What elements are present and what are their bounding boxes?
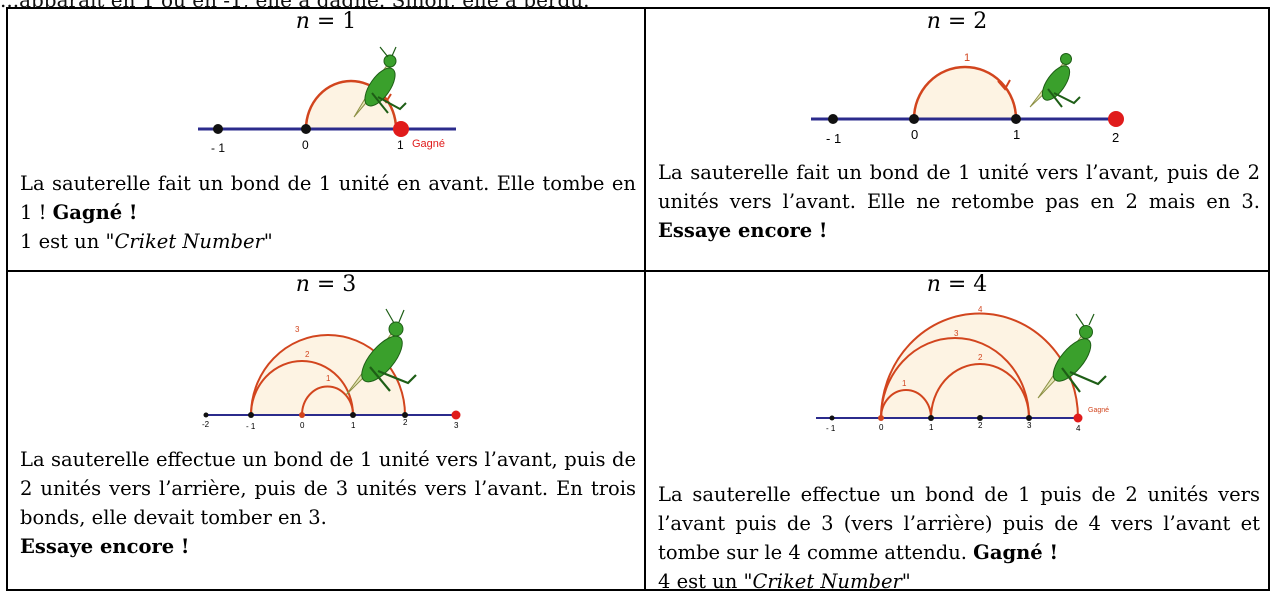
- tick-dot: [350, 412, 356, 418]
- jump-arrow-icon: [997, 79, 1011, 91]
- win-label: Gagné: [1088, 407, 1109, 414]
- number-line-figure-n3: 1 2 3 -2 - 1 0 1 2 3: [202, 308, 461, 431]
- tick-label: - 1: [246, 422, 256, 431]
- number-line-figure-n2: 1 - 1 0 1 2: [811, 52, 1124, 146]
- cell-title: n = 4: [926, 272, 988, 297]
- explanation-text-n3: La sauterelle effectue un bond de 1 unit…: [20, 448, 636, 558]
- tick-label: - 1: [826, 131, 841, 146]
- tick-dot: [1026, 415, 1032, 421]
- tick-label: 2: [978, 421, 983, 430]
- jump-label: 1: [902, 379, 907, 388]
- tick-dot: [213, 124, 223, 134]
- top-text-fragment: ...apparaît en 1 ou en -1, elle a gagné.…: [0, 0, 1272, 8]
- tick-dot: [299, 412, 305, 418]
- cell-n3: n = 3 1 2 3 -2: [6, 270, 646, 591]
- tick-label: 1: [929, 423, 934, 432]
- number-line-figure-n4: 1 2 3 4 - 1 0 1 2 3 4 G: [816, 305, 1109, 433]
- tick-dot: [1011, 114, 1021, 124]
- target-dot: [1073, 413, 1083, 423]
- grasshopper-icon: [345, 308, 417, 396]
- tick-dot: [203, 412, 209, 418]
- jump-label: 1: [964, 52, 970, 64]
- jump-arc: [304, 79, 398, 130]
- jump-arc: [930, 363, 1030, 419]
- tick-dot: [828, 114, 838, 124]
- tick-dot: [402, 412, 408, 418]
- jump-label: 4: [978, 305, 983, 314]
- tick-label: 2: [1112, 130, 1119, 145]
- jump-label: 1: [326, 374, 331, 383]
- jump-arc: [880, 337, 1030, 419]
- cell-n4: n = 4 1 2 3 4: [644, 270, 1270, 593]
- cell-n1: n = 1 - 1 0 1 Gagné: [6, 7, 646, 272]
- grasshopper-icon: [1029, 53, 1081, 108]
- explanation-text-n1: La sauterelle fait un bond de 1 unité en…: [20, 172, 636, 253]
- tick-dot: [928, 415, 934, 421]
- jump-arc: [912, 65, 1018, 120]
- jump-label: 3: [954, 329, 959, 338]
- tick-label: 0: [911, 127, 918, 142]
- cell-n2: n = 2 1 - 1 0 1 2: [644, 7, 1270, 272]
- tick-label: 0: [302, 138, 309, 152]
- jump-label: 2: [305, 350, 310, 359]
- grasshopper-icon: [353, 46, 407, 118]
- tick-dot: [248, 412, 254, 418]
- tick-label: 1: [397, 138, 404, 152]
- tick-label: 0: [300, 421, 305, 430]
- tick-label: 1: [1013, 127, 1020, 142]
- tick-label: 3: [454, 421, 459, 430]
- tick-label: 1: [351, 421, 356, 430]
- tick-dot: [977, 415, 983, 421]
- tick-label: 0: [879, 423, 884, 432]
- tick-dot: [301, 124, 311, 134]
- tick-label: 4: [1076, 424, 1081, 433]
- win-label: Gagné: [412, 138, 445, 150]
- jump-arc: [301, 385, 354, 416]
- tick-label: - 1: [211, 141, 225, 155]
- cell-title: n = 3: [295, 272, 357, 297]
- explanation-text-n4: La sauterelle effectue un bond de 1 puis…: [658, 483, 1260, 593]
- tick-label: - 1: [826, 424, 836, 433]
- jump-label: 3: [295, 325, 300, 334]
- tick-dot: [829, 415, 835, 421]
- target-dot: [393, 121, 409, 137]
- examples-table: n = 1 - 1 0 1 Gagné: [6, 7, 1270, 593]
- cell-title: n = 2: [926, 9, 988, 34]
- grasshopper-icon: [1037, 313, 1107, 399]
- jump-label: 2: [978, 353, 983, 362]
- tick-dot: [878, 415, 884, 421]
- target-dot: [451, 410, 461, 420]
- number-line-figure-n1: - 1 0 1 Gagné: [198, 46, 456, 155]
- cell-title: n = 1: [295, 9, 357, 34]
- tick-label: 2: [403, 418, 408, 427]
- tick-dot: [909, 114, 919, 124]
- jump-arc: [880, 389, 932, 419]
- tick-label: 3: [1027, 421, 1032, 430]
- explanation-text-n2: La sauterelle fait un bond de 1 unité ve…: [658, 161, 1260, 242]
- target-dot: [1108, 111, 1124, 127]
- tick-label: -2: [202, 420, 210, 429]
